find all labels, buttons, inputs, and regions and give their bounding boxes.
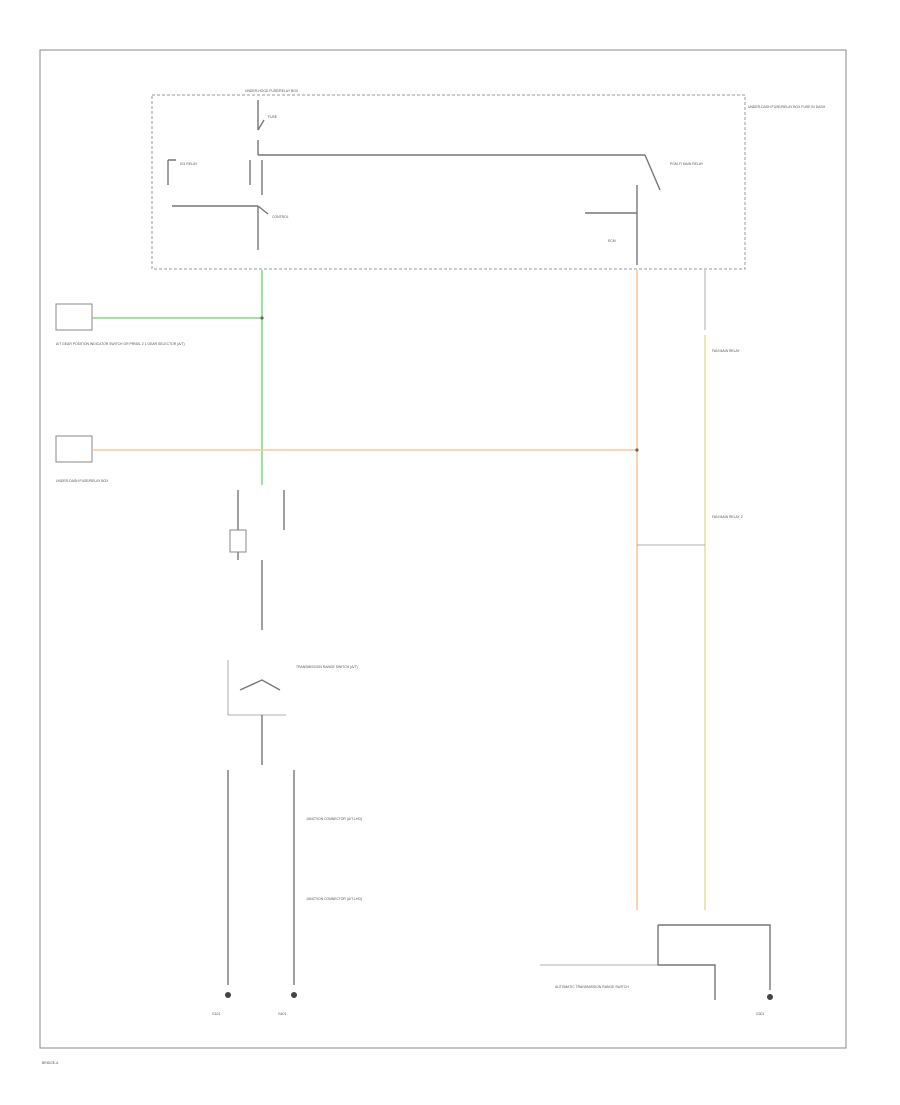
ground-symbol-3 bbox=[767, 994, 773, 1000]
junction-a-label: JUNCTION CONNECTOR (A/T-LHD) bbox=[306, 817, 362, 821]
fan-relay-1-label: FAN MAIN RELAY bbox=[712, 349, 741, 353]
junction-b-label: JUNCTION CONNECTOR (A/T-LHD) bbox=[306, 897, 362, 901]
ig1-relay-switch bbox=[167, 159, 176, 185]
pcm-side-label: UNDER-DASH FUSE/RELAY BOX FUSE IN DASH bbox=[748, 105, 826, 109]
at-switch-box bbox=[657, 924, 771, 1000]
fuse-relay-box bbox=[151, 94, 746, 270]
ig1-relay-label: IG1 RELAY bbox=[180, 162, 198, 166]
connector-box-1 bbox=[55, 303, 93, 331]
connector-box-2 bbox=[55, 435, 93, 463]
controls-label: CONTROL bbox=[272, 215, 289, 219]
ground-symbol-2 bbox=[291, 992, 297, 998]
main-relay-switch bbox=[644, 154, 661, 191]
ground-2-label: G401 bbox=[278, 1012, 286, 1016]
connector-1-label: A/T GEAR POSITION INDICATOR SWITCH OR PR… bbox=[56, 342, 185, 346]
relay-contacts bbox=[249, 160, 263, 195]
diode-block bbox=[229, 529, 247, 553]
ecm-mult-label: PGM-FI MAIN RELAY bbox=[670, 162, 704, 166]
range-switch-box bbox=[227, 660, 286, 716]
ground-1-label: G101 bbox=[212, 1012, 220, 1016]
ecm-label: ECM bbox=[608, 239, 616, 243]
splice-dot bbox=[635, 448, 639, 452]
automatic-transmission-label: AUTOMATIC TRANSMISSION RANGE SWITCH bbox=[555, 985, 629, 989]
control-switch bbox=[257, 205, 269, 250]
transmission-range-label: TRANSMISSION RANGE SWITCH (A/T) bbox=[296, 665, 358, 669]
fuse-symbol bbox=[257, 119, 265, 131]
diagram-frame bbox=[39, 49, 847, 1049]
footer-code: BRIDGE-A bbox=[42, 1061, 59, 1065]
ground-symbol-1 bbox=[225, 992, 231, 998]
splice-dot bbox=[260, 316, 264, 320]
fuse-label: FUSE bbox=[268, 115, 278, 119]
connector-2-label: UNDER-DASH FUSE/RELAY BOX bbox=[56, 479, 109, 483]
fan-relay-2-label: FAN MAIN RELAY 2 bbox=[712, 515, 743, 519]
fuse-box-top-label: UNDER-HOOD FUSE/RELAY BOX bbox=[245, 89, 299, 93]
range-switch-contact bbox=[239, 679, 281, 691]
ground-3-label: G301 bbox=[756, 1012, 764, 1016]
